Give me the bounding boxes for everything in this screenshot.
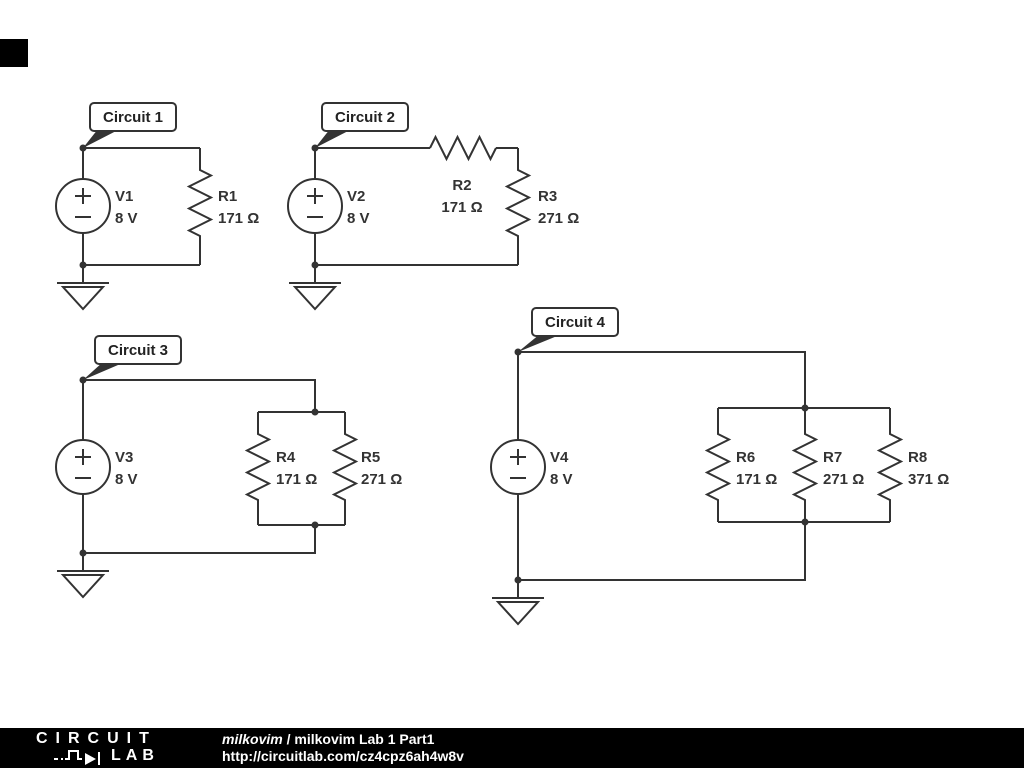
ground-triangle [60, 286, 106, 311]
circuit-4: Circuit 4 V4 8 V R6 171 Ω R7 271 Ω R8 37… [490, 307, 949, 626]
ground-triangle [495, 601, 541, 626]
schematic-url[interactable]: http://circuitlab.com/cz4cpz6ah4w8v [222, 748, 464, 764]
callout-circuit-1: Circuit 1 [83, 102, 177, 148]
callout-circuit-2: Circuit 2 [315, 102, 409, 148]
ground-triangle [60, 574, 106, 599]
source-name-label: V1 [115, 188, 133, 205]
footer-attribution: milkovim / milkovim Lab 1 Part1 http://c… [222, 731, 464, 765]
separator: / [282, 731, 295, 747]
source-value-label: 8 V [115, 210, 138, 227]
wire [518, 351, 806, 408]
resistor-name-label: R1 [218, 188, 237, 205]
resistor-r3 [504, 148, 532, 265]
resistor-name-label: R2 [452, 177, 471, 194]
resistor-value-label: 371 Ω [908, 471, 949, 488]
circuit-1: Circuit 1 V1 8 V R1 171 Ω [55, 102, 259, 311]
circuit-label: Circuit 2 [335, 109, 395, 126]
resistor-name-label: R7 [823, 449, 842, 466]
circuit-2: Circuit 2 V2 8 V R2 171 Ω R3 271 Ω [287, 102, 579, 311]
wire [518, 522, 806, 581]
junction-dot [311, 521, 319, 529]
resistor-value-label: 171 Ω [276, 471, 317, 488]
circuit-label: Circuit 4 [545, 314, 606, 331]
plus-minus-marks [75, 188, 91, 218]
junction-dot [79, 261, 87, 269]
ground-symbol [289, 265, 341, 311]
callout-tail [83, 362, 125, 380]
junction-dot [801, 404, 809, 412]
source-name-label: V3 [115, 449, 133, 466]
resistor-r1 [186, 148, 214, 265]
voltage-source-v3 [55, 439, 111, 495]
callout-tail [83, 129, 120, 148]
callout-box [89, 102, 177, 132]
source-value-label: 8 V [347, 210, 370, 227]
resistor-r6 [704, 408, 732, 522]
footer-bar: CIRCUIT LAB milkovim / milkovim Lab 1 Pa… [0, 728, 1024, 768]
voltage-source-v1 [55, 178, 111, 234]
source-name-label: V2 [347, 188, 365, 205]
resistor-value-label: 271 Ω [538, 210, 579, 227]
wire [83, 379, 316, 412]
ground-symbol [492, 580, 544, 626]
callout-circuit-3: Circuit 3 [83, 335, 182, 380]
resistor-value-label: 171 Ω [218, 210, 259, 227]
ground-symbol [57, 265, 109, 311]
source-value-label: 8 V [550, 471, 573, 488]
circuit-3: Circuit 3 V3 8 V R4 171 Ω R5 271 Ω [55, 335, 402, 599]
circuit-label: Circuit 3 [108, 342, 168, 359]
resistor-value-label: 171 Ω [441, 199, 482, 216]
source-circle [287, 178, 343, 234]
ground-symbol [57, 553, 109, 599]
waveform-icon [54, 750, 100, 765]
resistor-r2 [429, 134, 497, 162]
callout-box [321, 102, 409, 132]
callout-box [531, 307, 619, 337]
resistor-r5 [331, 412, 359, 525]
resistor-value-label: 271 Ω [361, 471, 402, 488]
resistor-value-label: 171 Ω [736, 471, 777, 488]
source-circle [55, 178, 111, 234]
schematic-title-line: milkovim / milkovim Lab 1 Part1 [222, 731, 464, 748]
resistor-r8 [876, 408, 904, 522]
callout-circuit-4: Circuit 4 [518, 307, 619, 352]
callout-tail [518, 334, 562, 352]
resistor-name-label: R8 [908, 449, 927, 466]
plus-minus-marks [510, 449, 526, 479]
ground-triangle [292, 286, 338, 311]
resistor-r4 [244, 412, 272, 525]
resistor-name-label: R3 [538, 188, 557, 205]
wire [83, 525, 316, 554]
voltage-source-v4 [490, 439, 546, 495]
source-value-label: 8 V [115, 471, 138, 488]
author-name: milkovim [222, 731, 283, 747]
junction-dot [79, 549, 87, 557]
callout-tail [315, 129, 352, 148]
resistor-name-label: R4 [276, 449, 296, 466]
plus-minus-marks [307, 188, 323, 218]
resistor-name-label: R6 [736, 449, 755, 466]
schematic-title: milkovim Lab 1 Part1 [294, 731, 435, 747]
source-circle [490, 439, 546, 495]
circuitlab-logo: CIRCUIT LAB [36, 730, 159, 765]
junction-dot [514, 576, 522, 584]
circuit-label: Circuit 1 [103, 109, 163, 126]
junction-dot [311, 408, 319, 416]
junction-dot [801, 518, 809, 526]
logo-text-lab: LAB [111, 747, 159, 764]
junction-dot [311, 261, 319, 269]
callout-box [94, 335, 182, 365]
source-circle [55, 439, 111, 495]
plus-minus-marks [75, 449, 91, 479]
corner-mark [0, 39, 28, 67]
voltage-source-v2 [287, 178, 343, 234]
resistor-r7 [791, 408, 819, 522]
schematic-canvas: Circuit 1 V1 8 V R1 171 Ω [55, 102, 949, 626]
resistor-value-label: 271 Ω [823, 471, 864, 488]
resistor-name-label: R5 [361, 449, 380, 466]
source-name-label: V4 [550, 449, 569, 466]
logo-text-circuit: CIRCUIT [36, 730, 157, 747]
